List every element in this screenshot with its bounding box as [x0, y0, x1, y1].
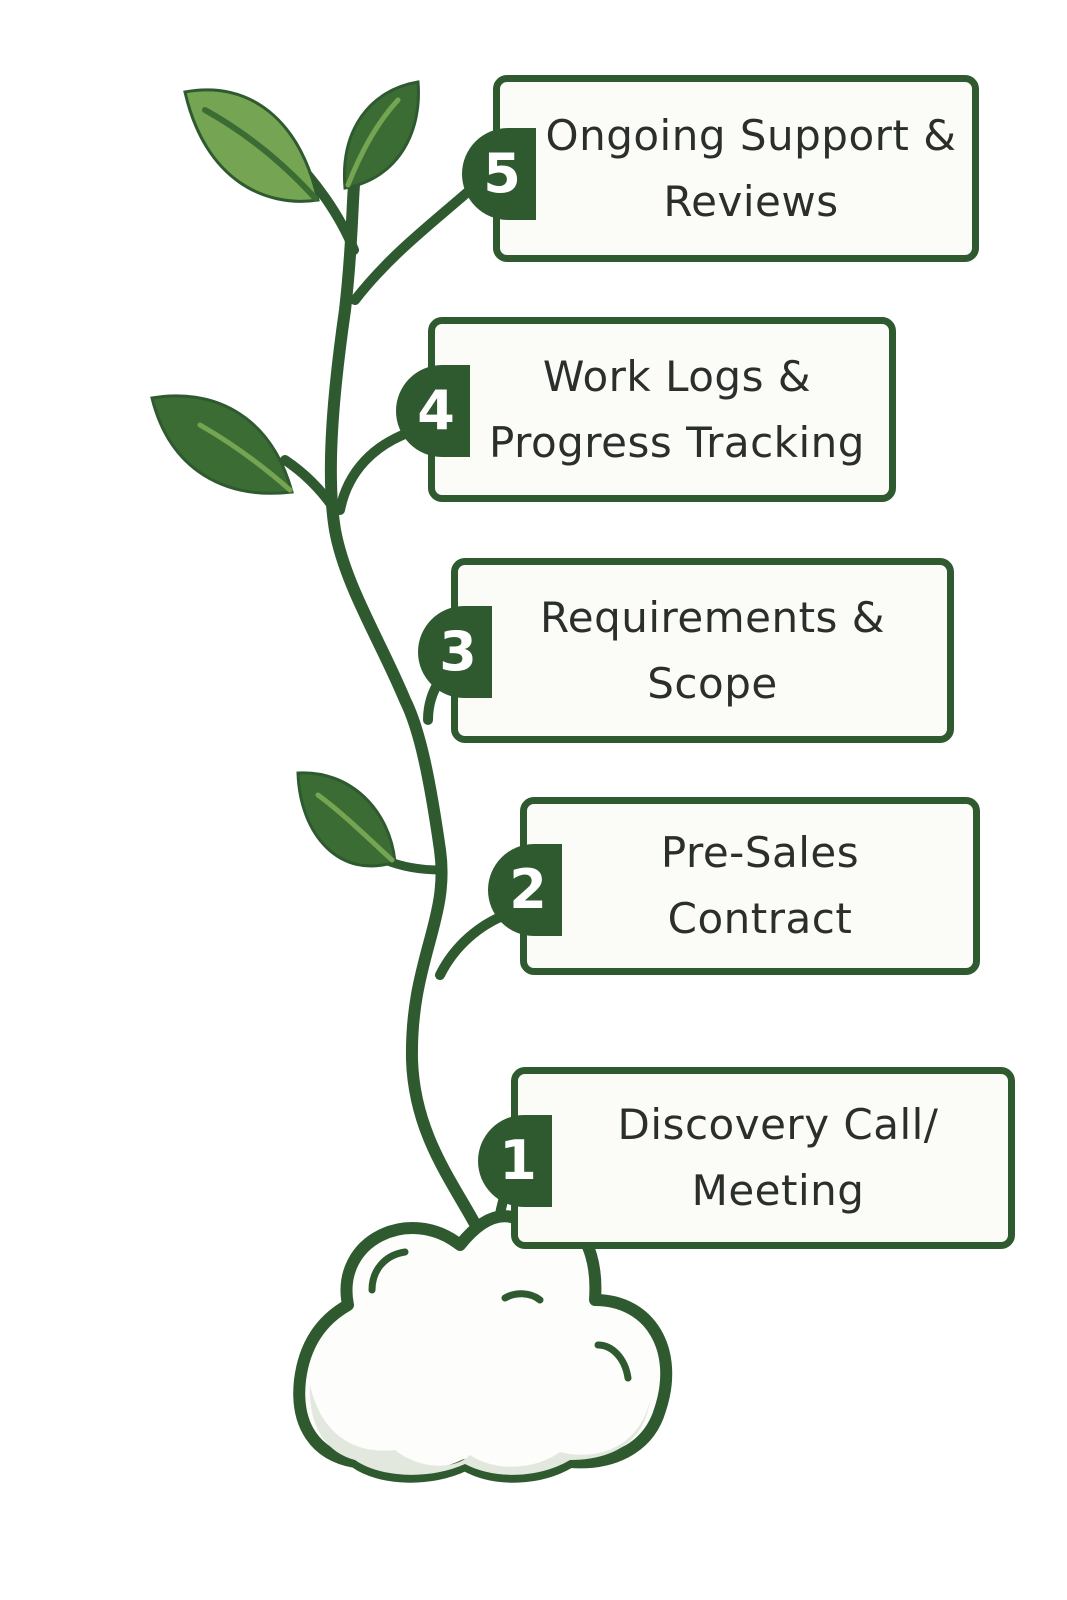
- leaf-lower-left: [296, 771, 397, 868]
- step-label-3: Requirements & Scope: [520, 585, 885, 717]
- step-2-line-2: Contract: [667, 894, 853, 943]
- step-number-4: 4: [417, 379, 455, 442]
- leaf-middle-left: [150, 394, 294, 495]
- step-badge-1: 1: [478, 1115, 552, 1207]
- step-badge-3: 3: [418, 606, 492, 698]
- cloud-icon: [293, 1208, 673, 1483]
- step-card-2: Pre-Sales Contract: [520, 797, 980, 975]
- step-label-1: Discovery Call/ Meeting: [588, 1092, 939, 1224]
- step-label-2: Pre-Sales Contract: [641, 820, 859, 952]
- leaf-top-left: [183, 88, 320, 203]
- step-2-line-1: Pre-Sales: [660, 828, 860, 877]
- step-card-1: Discovery Call/ Meeting: [511, 1067, 1015, 1249]
- step-card-3: Requirements & Scope: [451, 558, 954, 743]
- step-number-1: 1: [499, 1129, 537, 1192]
- step-number-3: 3: [439, 620, 477, 683]
- main-stem: [324, 179, 498, 1266]
- leaf-top-right: [342, 80, 420, 190]
- step-label-5: Ongoing Support & Reviews: [516, 103, 957, 235]
- step-number-5: 5: [483, 142, 521, 205]
- step-4-line-2: Progress Tracking: [489, 417, 865, 467]
- step-label-4: Work Logs & Progress Tracking: [459, 344, 865, 476]
- step-5-line-2: Reviews: [663, 176, 839, 226]
- step-3-line-1: Requirements &: [539, 592, 886, 642]
- step-5-line-1: Ongoing Support &: [545, 110, 957, 160]
- step-badge-5: 5: [462, 128, 536, 220]
- step-number-2: 2: [509, 858, 547, 921]
- step-card-5: Ongoing Support & Reviews: [493, 75, 979, 262]
- step-card-4: Work Logs & Progress Tracking: [428, 317, 896, 502]
- step-4-line-1: Work Logs &: [542, 351, 812, 401]
- step-badge-2: 2: [488, 844, 562, 936]
- branch-step-2: [435, 910, 510, 980]
- step-3-line-2: Scope: [647, 658, 778, 708]
- branch-step-5: [350, 185, 475, 305]
- step-1-line-1: Discovery Call/: [617, 1100, 939, 1149]
- step-badge-4: 4: [396, 365, 470, 457]
- step-1-line-2: Meeting: [691, 1166, 865, 1215]
- leaf-stem-mid: [280, 455, 340, 515]
- branch-step-4: [335, 427, 415, 515]
